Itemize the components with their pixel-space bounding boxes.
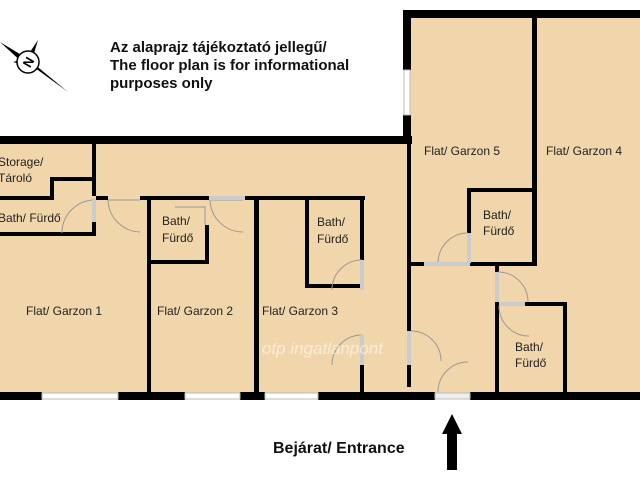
- bath-5-label: Bath/: [483, 208, 512, 222]
- door-frames: [92, 196, 525, 365]
- walls: [0, 10, 640, 400]
- bath-4-label-hu: Fürdő: [515, 356, 547, 370]
- flat-4-label: Flat/ Garzon 4: [546, 144, 622, 158]
- watermark: otp ingatlanpont: [262, 339, 384, 358]
- bath-2-label: Bath/: [162, 214, 191, 228]
- flat-5-label: Flat/ Garzon 5: [424, 144, 500, 158]
- storage-label: Storage/: [0, 155, 44, 169]
- bath-2-label-hu: Fürdő: [162, 231, 194, 245]
- note-line-1: Az alaprajz tájékoztató jellegű/: [110, 39, 328, 56]
- floor: [0, 14, 640, 398]
- door-swings: [61, 199, 530, 393]
- flat-3-label: Flat/ Garzon 3: [262, 304, 338, 318]
- compass-north-icon: N: [0, 40, 68, 92]
- note-line-2: The floor plan is for informational: [110, 57, 349, 74]
- flat-2-label: Flat/ Garzon 2: [157, 304, 233, 318]
- arrow-up-icon: [442, 414, 462, 470]
- entrance-label: Bejárat/ Entrance: [273, 440, 405, 457]
- bath-3-label: Bath/: [317, 215, 346, 229]
- bath-3-label-hu: Fürdő: [317, 232, 349, 246]
- storage-label-hu: Tároló: [0, 171, 32, 185]
- bath-1-label: Bath/ Fürdő: [0, 211, 61, 225]
- flat-1-label: Flat/ Garzon 1: [26, 304, 102, 318]
- windows: [41, 69, 411, 400]
- bath-4-label: Bath/: [515, 340, 544, 354]
- bath-5-label-hu: Fürdő: [483, 224, 515, 238]
- entrance-door[interactable]: [434, 392, 471, 400]
- note-line-3: purposes only: [110, 75, 213, 92]
